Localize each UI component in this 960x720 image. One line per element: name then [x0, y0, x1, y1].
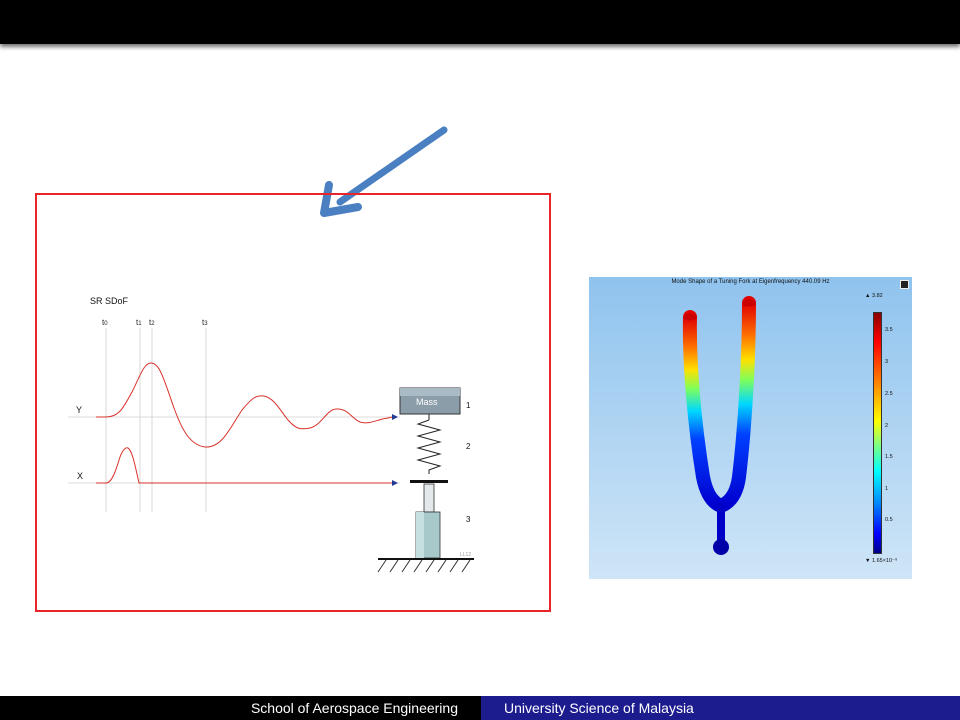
time-label-t3: t3 — [202, 318, 208, 327]
colorbar — [873, 312, 882, 554]
x-connector-arrow-icon — [392, 480, 398, 486]
simulation-panel: Mode Shape of a Tuning Fork at Eigenfreq… — [589, 277, 912, 579]
y-connector-arrow-icon — [392, 414, 398, 420]
colorbar-tick: 0.5 — [885, 517, 893, 523]
colorbar-min-label: ▼ 1.65×10⁻⁹ — [865, 558, 898, 564]
footer-left-section: School of Aerospace Engineering — [0, 696, 481, 720]
colorbar-tick: 3 — [885, 359, 889, 365]
x-signal-label: X — [77, 471, 83, 481]
spring — [416, 419, 442, 474]
footer-university-label: University Science of Malaysia — [504, 700, 694, 716]
actuator-rod — [423, 483, 435, 513]
footer-school-label: School of Aerospace Engineering — [250, 700, 458, 716]
logo-icon — [900, 280, 909, 289]
component-number-2: 2 — [466, 442, 471, 451]
colorbar-tick: 2 — [885, 423, 889, 429]
colorbar-max-label: ▲ 3.82 — [865, 293, 883, 299]
diagram-title: SR SDoF — [90, 296, 129, 306]
mass-label: Mass — [416, 397, 438, 407]
footer-bar: School of Aerospace Engineering Universi… — [0, 696, 960, 720]
sdof-diagram: SR SDoF t0 t1 t2 t3 Y X Mass 1 2 3 — [68, 296, 474, 573]
colorbar-tick: 2.5 — [885, 391, 893, 397]
x-input-curve — [96, 447, 392, 484]
component-number-1: 1 — [466, 401, 471, 410]
tuning-fork-model — [682, 296, 756, 555]
colorbar-tick: 3.5 — [885, 327, 893, 333]
top-title-bar — [0, 0, 960, 44]
time-label-t0: t0 — [102, 318, 108, 327]
component-number-3: 3 — [466, 515, 471, 524]
highlight-frame — [35, 193, 551, 612]
colorbar-tick: 1 — [885, 486, 889, 492]
time-label-t1: t1 — [136, 318, 142, 327]
y-signal-label: Y — [76, 405, 82, 415]
base-plate — [410, 480, 448, 483]
colorbar-tick: 1.5 — [885, 454, 893, 460]
ground-hatching — [377, 559, 471, 573]
y-response-curve — [96, 362, 393, 448]
footer-right-section: University Science of Malaysia — [481, 696, 960, 720]
corner-code: LL12 — [460, 552, 471, 558]
simulation-title: Mode Shape of a Tuning Fork at Eigenfreq… — [671, 279, 830, 285]
time-label-t2: t2 — [149, 318, 155, 327]
